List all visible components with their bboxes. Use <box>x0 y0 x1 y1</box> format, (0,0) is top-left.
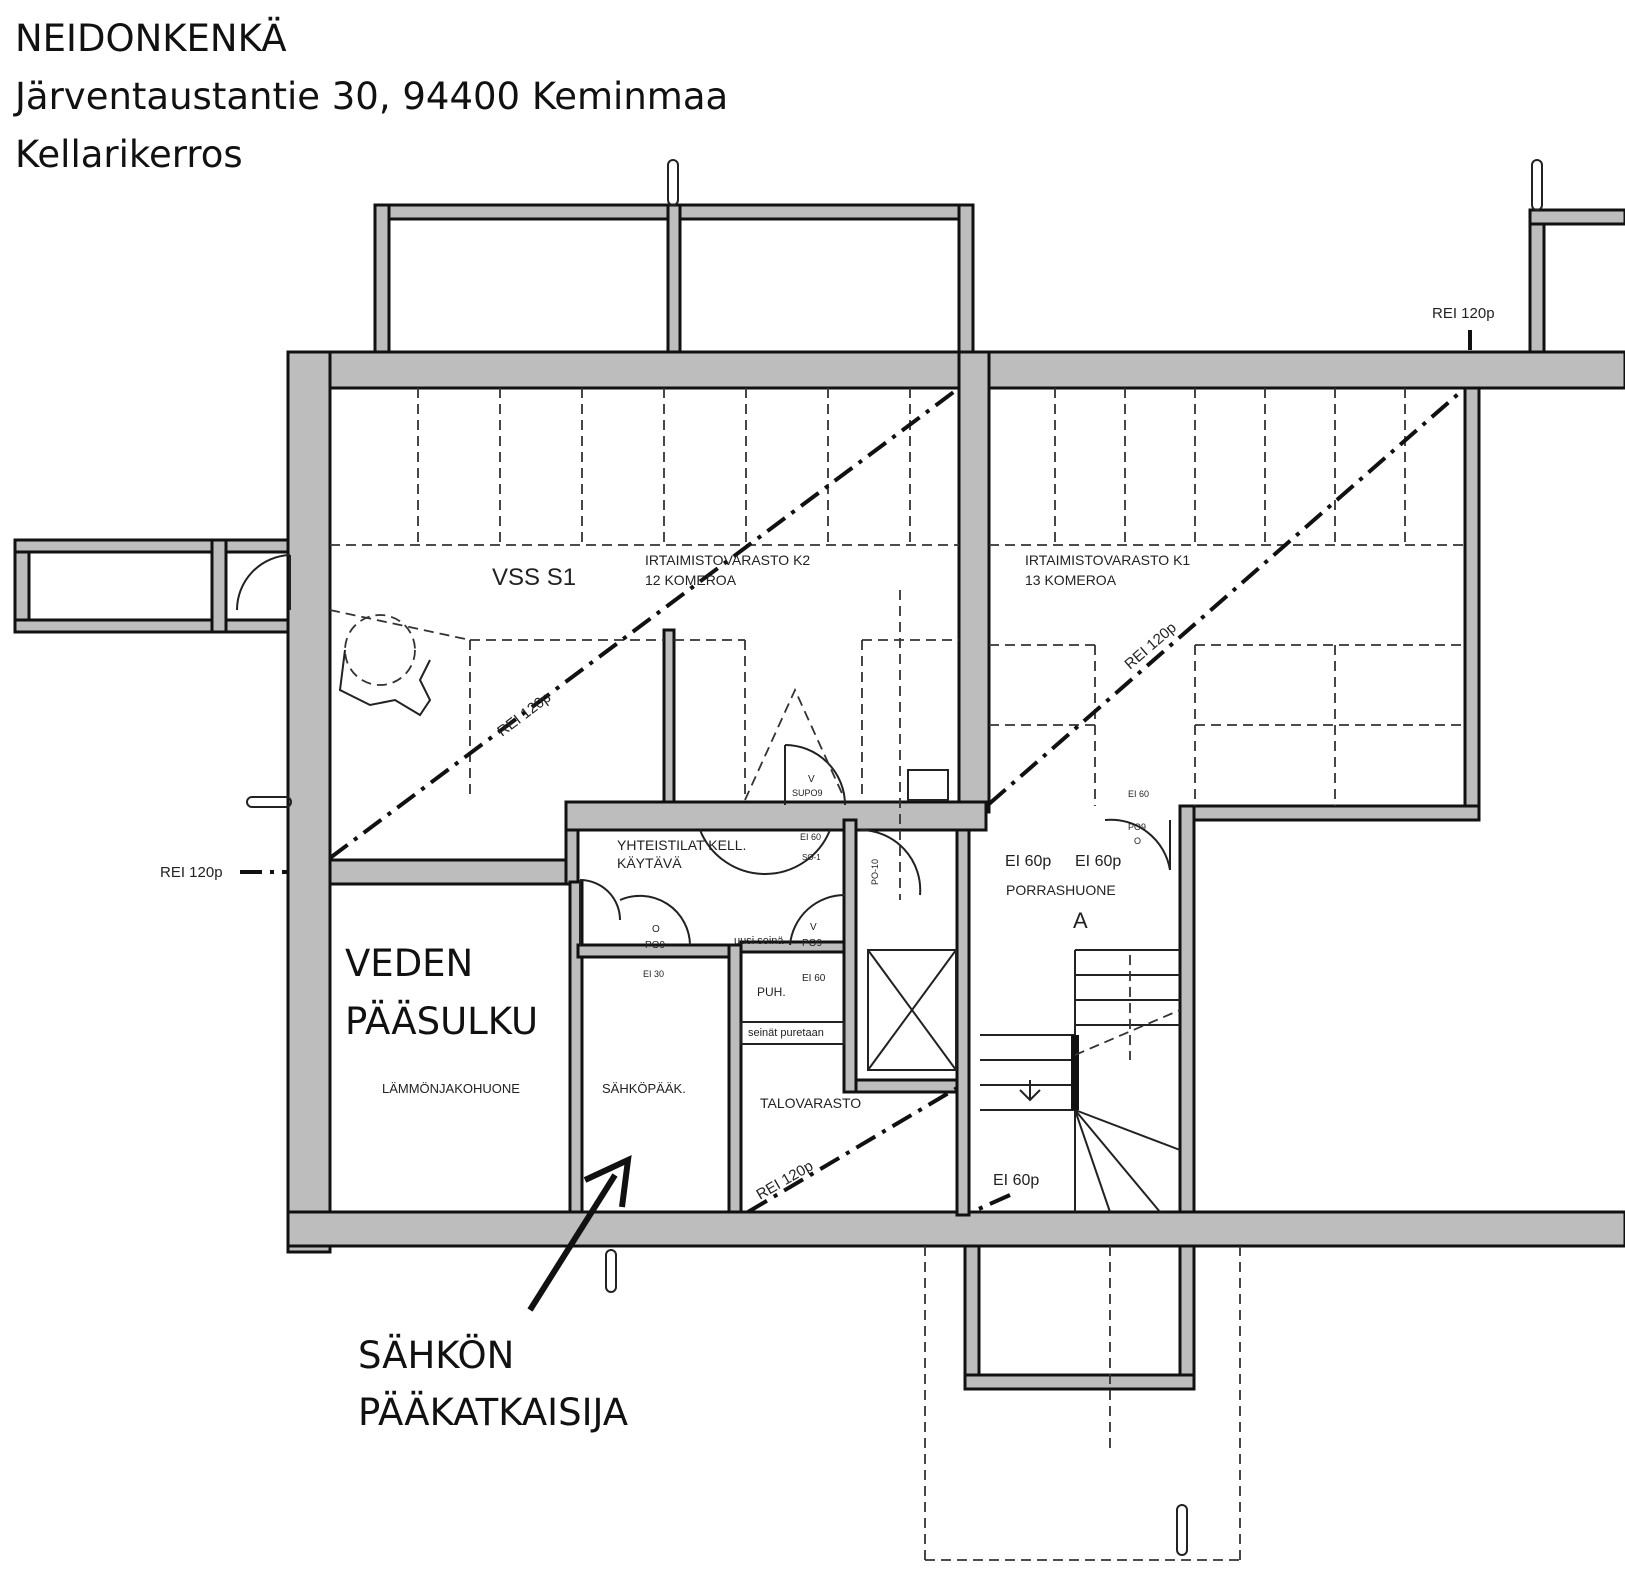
pointer-arrow <box>527 1173 618 1312</box>
door-po9-b: PO9 <box>802 938 822 949</box>
top-bays <box>373 159 975 357</box>
door-v1: V <box>808 774 815 785</box>
label-storage-k2: IRTAIMISTOVARASTO K2 <box>645 552 810 568</box>
annotations: VEDEN PÄÄSULKU SÄHKÖN PÄÄKATKAISIJA <box>345 942 632 1434</box>
label-vss: VSS S1 <box>492 564 576 591</box>
label-storage-k1-sub: 13 KOMEROA <box>1025 572 1117 588</box>
storage-cells <box>329 388 1465 900</box>
ei60-small1: EI 60 <box>800 832 821 842</box>
ei30: EI 30 <box>643 969 664 979</box>
door-swings <box>579 687 1171 946</box>
water-shutoff-line2: PÄÄSULKU <box>345 1000 538 1043</box>
label-puh: PUH. <box>757 985 786 999</box>
right-wing-top <box>971 159 1625 390</box>
label-stairwell: PORRASHUONE <box>1006 882 1116 898</box>
floor-name: Kellarikerros <box>15 133 243 176</box>
door-po9-a: PO9 <box>645 940 665 951</box>
label-corridor: YHTEISTILAT KELL. <box>617 837 746 853</box>
room-labels: VSS S1 IRTAIMISTOVARASTO K2 12 KOMEROA I… <box>382 552 1190 1111</box>
label-storage-k2-sub: 12 KOMEROA <box>645 572 737 588</box>
lower-extension <box>605 1244 1241 1561</box>
ei60-a: EI 60p <box>1005 853 1051 870</box>
rei-left: REI 120p <box>160 864 223 881</box>
door-supo: SUPO9 <box>792 788 823 798</box>
ei60-small3: EI 60 <box>802 973 826 984</box>
door-po10: PO-10 <box>870 859 880 885</box>
title-block: NEIDONKENKÄ Järventaustantie 30, 94400 K… <box>15 10 728 184</box>
door-v2: V <box>810 922 817 933</box>
label-storage-k1: IRTAIMISTOVARASTO K1 <box>1025 552 1190 568</box>
door-codes: V SUPO9 SO-1 PO-10 O PO9 V PO9 PO9 O <box>645 774 1146 951</box>
ei60-b: EI 60p <box>1075 853 1121 870</box>
label-corridor-sub: KÄYTÄVÄ <box>617 855 682 871</box>
main-switch-line2: PÄÄKATKAISIJA <box>358 1391 628 1434</box>
outer-walls <box>286 350 1625 1254</box>
label-heat-room: LÄMMÖNJAKOHUONE <box>382 1081 520 1096</box>
label-new-wall: uusi seinä <box>734 935 784 947</box>
rei-talovarasto: REI 120p <box>754 1157 817 1203</box>
label-electric-room: SÄHKÖPÄÄK. <box>602 1081 686 1096</box>
water-meter-symbol <box>338 614 432 717</box>
building-address: Järventaustantie 30, 94400 Keminmaa <box>15 75 729 118</box>
interior-walls <box>568 628 971 1217</box>
door-po9-c: PO9 <box>1128 822 1146 832</box>
building-name: NEIDONKENKÄ <box>15 17 287 60</box>
label-walls-removed: seinät puretaan <box>748 1027 824 1039</box>
main-switch-line1: SÄHKÖN <box>358 1334 514 1377</box>
water-shutoff-line1: VEDEN <box>345 942 473 985</box>
door-so1: SO-1 <box>802 853 821 862</box>
door-o2: O <box>1134 836 1141 846</box>
door-o1: O <box>652 924 660 935</box>
ei60-c: EI 60p <box>993 1172 1039 1189</box>
ei60-small2: EI 60 <box>1128 789 1149 799</box>
stair <box>980 949 1181 1213</box>
rei-top-right: REI 120p <box>1432 305 1495 322</box>
label-stair-letter: A <box>1073 908 1088 933</box>
left-entrance <box>13 538 292 808</box>
rei-diag-left: REI 120p <box>494 689 554 740</box>
fire-lines <box>240 330 1472 1214</box>
pointer-arrow-head <box>583 1154 632 1208</box>
label-house-storage: TALOVARASTO <box>760 1095 861 1111</box>
